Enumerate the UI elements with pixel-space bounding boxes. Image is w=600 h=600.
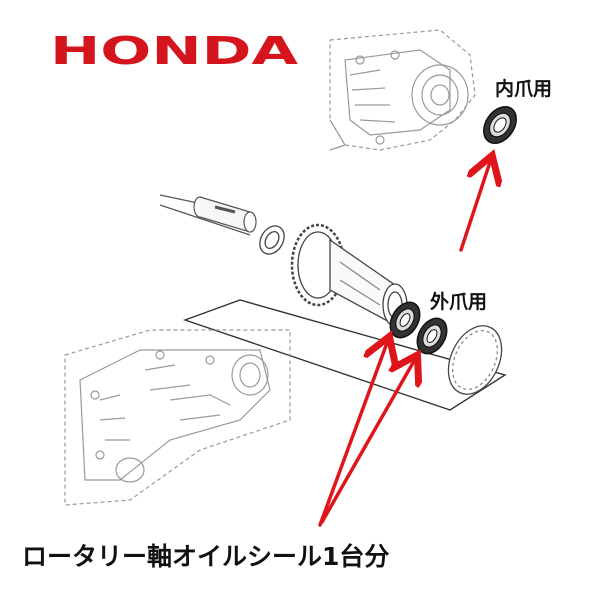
arrow-icon [318,343,387,527]
upper-gear-case [329,29,476,151]
arrow-icon [320,361,414,524]
gearbox-housing-icon [64,329,291,506]
bearing-icon [447,325,503,395]
honda-logo: HONDA [50,30,299,70]
inner-claw-label: 内爪用 [495,78,553,100]
outer-claw-label: 外爪用 [430,291,488,313]
washer-icon [259,225,285,255]
assembly-outline [182,299,507,411]
oil-seal-icon [416,317,448,355]
oil-seal-icon [483,106,517,144]
shaft-icon [159,194,257,236]
product-caption: ロータリー軸オイルシール1台分 [22,542,390,571]
arrow-icon [459,162,490,252]
gear-icon [290,223,408,327]
honda-logo-text: HONDA [50,30,299,70]
